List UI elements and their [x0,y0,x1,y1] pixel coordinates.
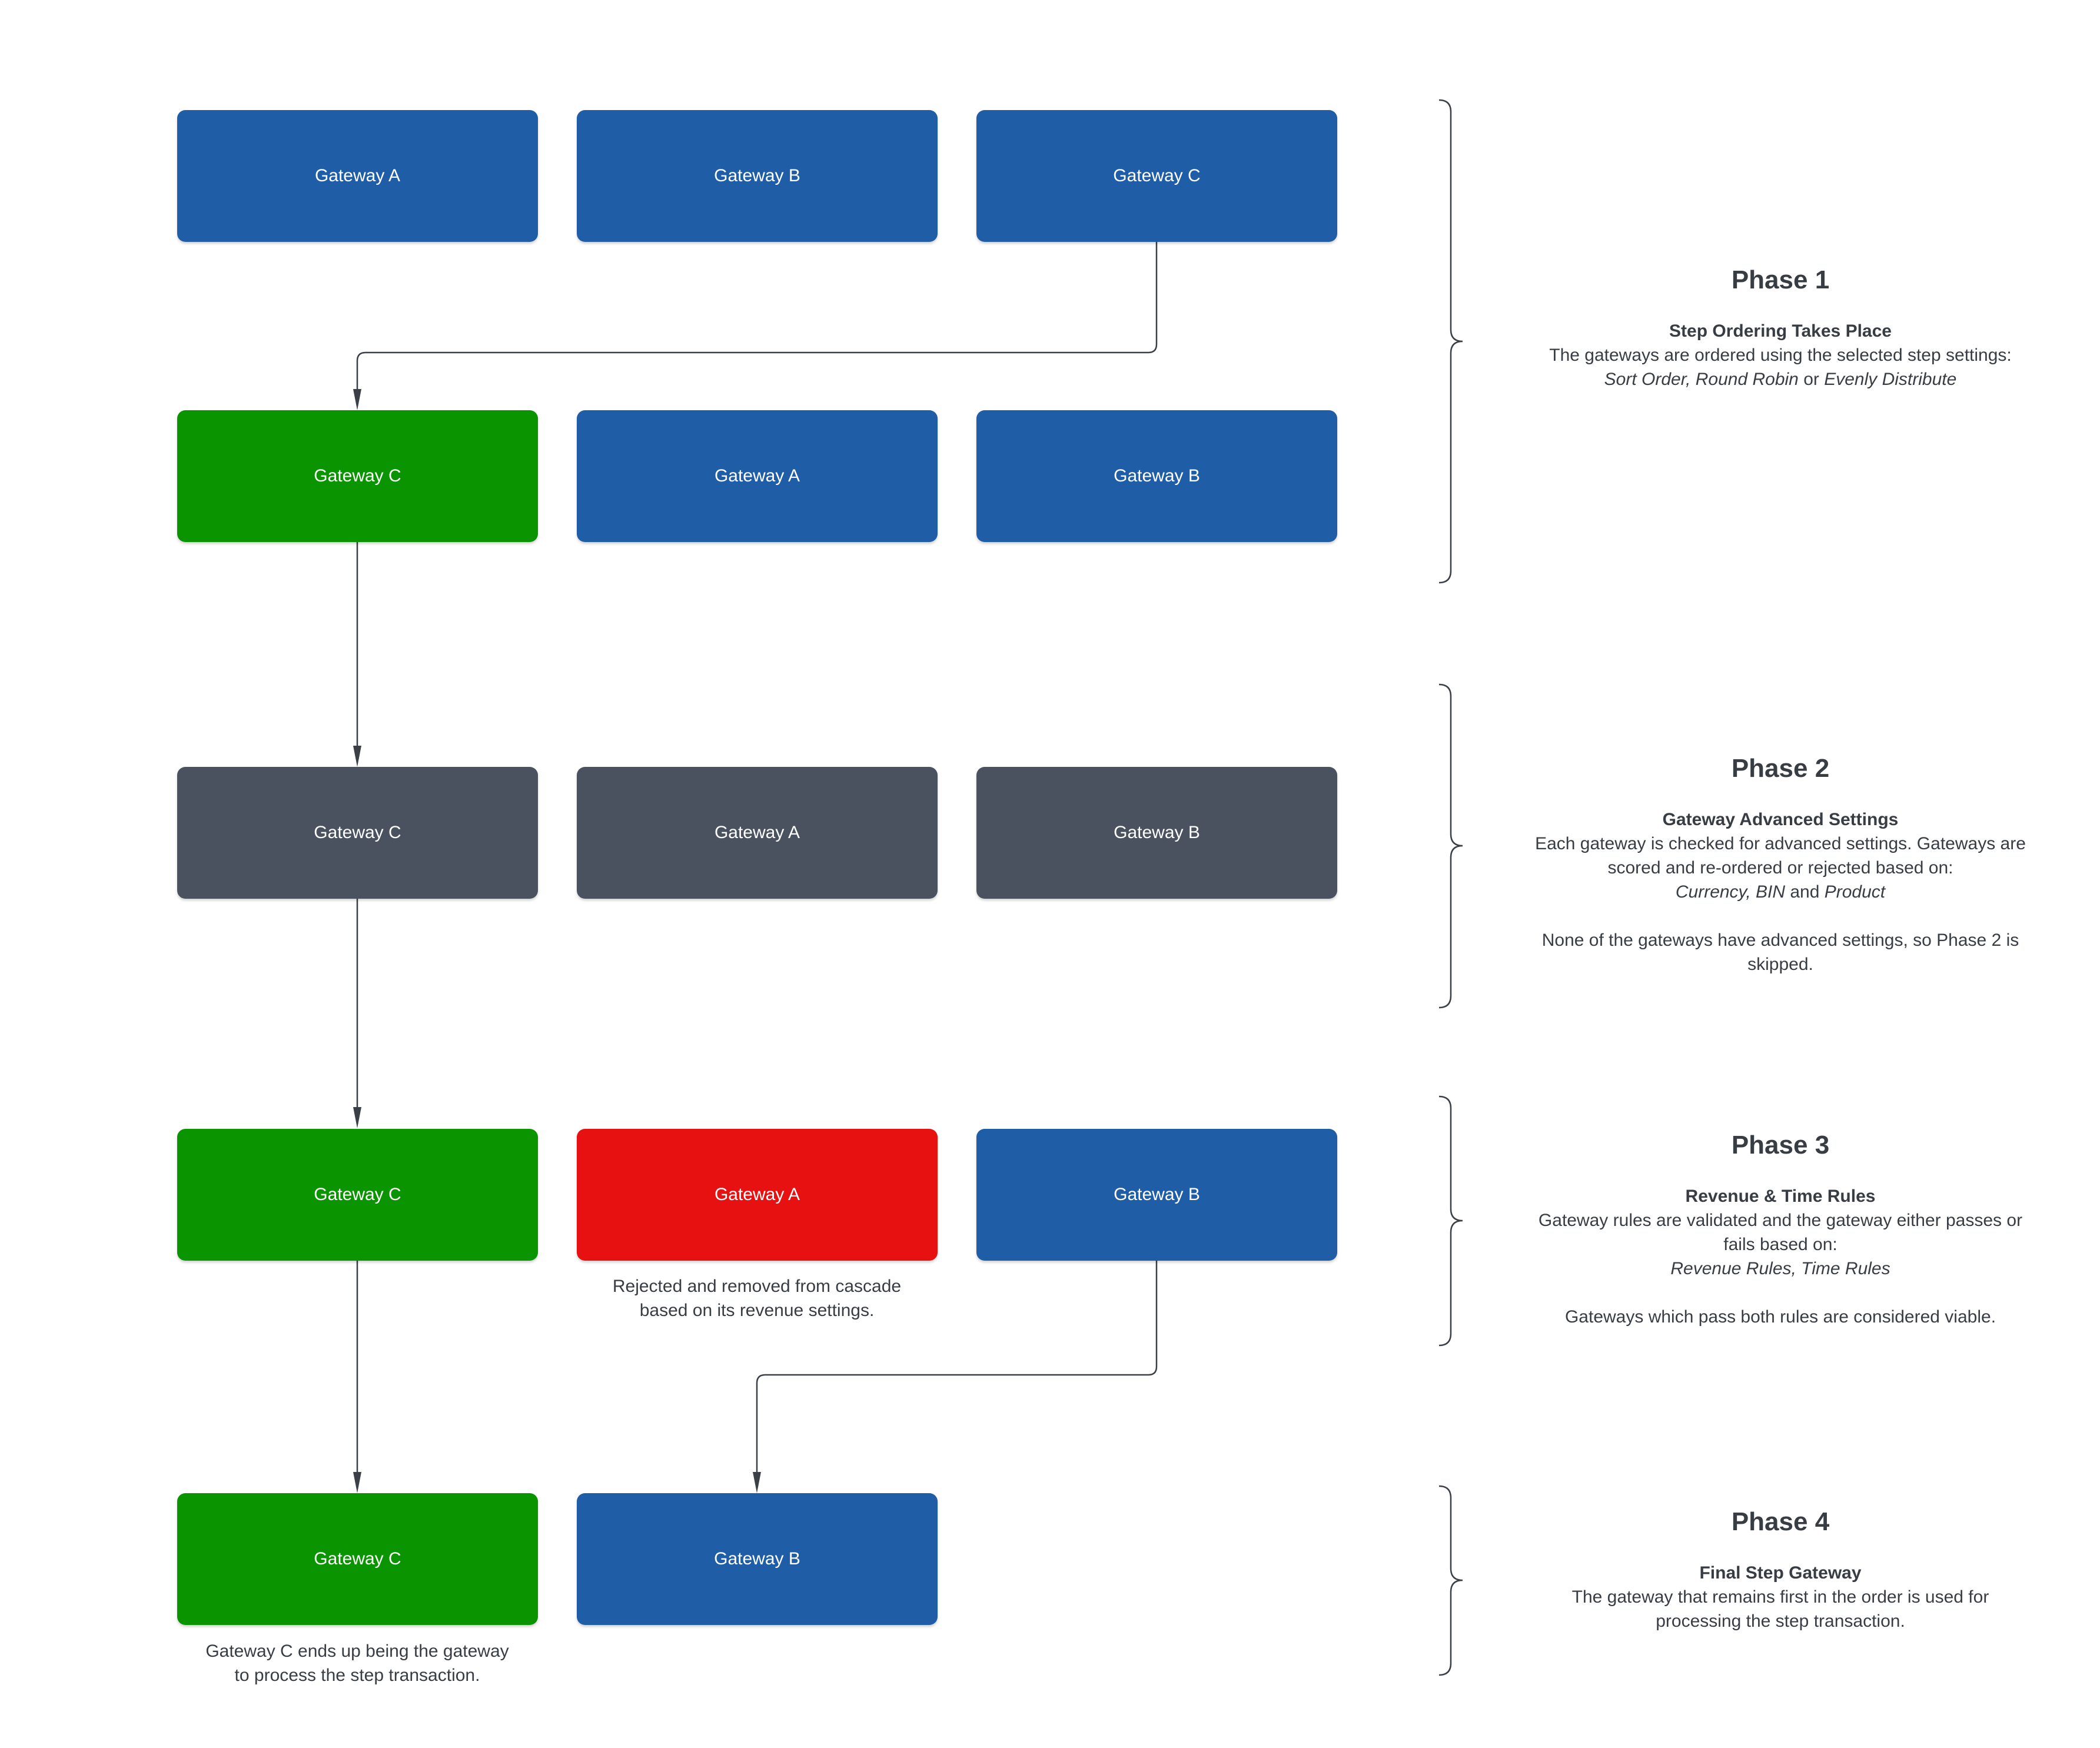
phase-body-line: Revenue Rules, Time Rules [1670,1259,1890,1278]
phase-body-line: processing the step transaction. [1656,1611,1905,1631]
gateway-box-label: Gateway C [1113,166,1201,185]
gateway-box: Gateway C [976,110,1337,242]
phase-body-line: scored and re-ordered or rejected based … [1607,858,1953,878]
phase-body-line: None of the gateways have advanced setti… [1541,931,2019,950]
gateway-box-label: Gateway A [714,823,800,842]
caption-line: based on its revenue settings. [639,1301,875,1320]
gateway-box-label: Gateway A [714,466,800,486]
arrowhead-icon [353,1107,361,1128]
phase-3-brace-icon [1438,1095,1463,1347]
phase-body-line: Gateway rules are validated and the gate… [1538,1211,2023,1230]
gateway-box-label: Gateway C [314,466,401,486]
phase-2-block: Phase 2 Gateway Advanced Settings Each g… [1498,753,2063,976]
gateway-box-label: Gateway B [714,1549,800,1568]
phase-3-block: Phase 3 Revenue & Time Rules Gateway rul… [1498,1130,2063,1329]
final-caption: Gateway C ends up being the gateway to p… [151,1639,563,1687]
phase-body-line: skipped. [1747,955,1813,974]
gateway-box: Gateway B [976,1129,1337,1261]
phase-1-brace-icon [1438,99,1463,584]
gateway-box-label: Gateway B [714,166,800,185]
gateway-box-label: Gateway B [1114,823,1200,842]
gateway-box-label: Gateway C [314,1549,401,1568]
phase-subtitle: Gateway Advanced Settings [1662,810,1899,829]
arrowhead-icon [353,389,361,410]
phase-subtitle: Revenue & Time Rules [1685,1187,1876,1206]
gateway-box: Gateway B [577,1493,938,1625]
arrowhead-icon [353,746,361,767]
phase-body-line: The gateway that remains first in the or… [1571,1587,1989,1607]
phase-body-line: Currency, BIN and Product [1675,882,1886,902]
gateway-box-label: Gateway B [1114,1185,1200,1204]
gateway-box: Gateway C [177,767,538,899]
phase-1-block: Phase 1 Step Ordering Takes Place The ga… [1498,265,2063,391]
gateway-box: Gateway A [577,767,938,899]
phase-title: Phase 1 [1731,265,1830,294]
phase-title: Phase 3 [1731,1131,1830,1159]
caption-line: to process the step transaction. [234,1666,480,1685]
gateway-box: Gateway C [177,410,538,542]
gateway-box-label: Gateway C [314,1185,401,1204]
gateway-box-label: Gateway A [714,1185,800,1204]
caption-line: Rejected and removed from cascade [612,1277,902,1296]
arrowhead-icon [753,1472,761,1493]
gateway-box-rejected: Gateway A [577,1129,938,1261]
phase-4-block: Phase 4 Final Step Gateway The gateway t… [1498,1507,2063,1633]
phase-subtitle: Final Step Gateway [1699,1563,1862,1583]
gateway-box-label: Gateway A [314,166,401,185]
connector-arrow [356,242,1158,390]
gateway-box: Gateway A [577,410,938,542]
gateway-box: Gateway B [976,410,1337,542]
phase-subtitle: Step Ordering Takes Place [1669,321,1892,341]
phase-body-line: Gateways which pass both rules are consi… [1564,1307,1996,1327]
gateway-box-label: Gateway C [314,823,401,842]
spacer [1498,904,2063,928]
phase-body-line: fails based on: [1723,1235,1838,1254]
phase-title: Phase 4 [1731,1507,1830,1536]
arrowhead-icon [353,1472,361,1493]
gateway-box: Gateway B [577,110,938,242]
gateway-box-final: Gateway C [177,1493,538,1625]
phase-title: Phase 2 [1731,754,1830,783]
spacer [1498,1281,2063,1305]
phase-4-brace-icon [1438,1485,1463,1676]
gateway-box-label: Gateway B [1114,466,1200,486]
phase-2-brace-icon [1438,683,1463,1009]
gateway-box: Gateway B [976,767,1337,899]
phase-body-line: Each gateway is checked for advanced set… [1535,834,2026,853]
phase-body-line: Sort Order, Round Robin or Evenly Distri… [1604,370,1957,389]
phase-body-line: The gateways are ordered using the selec… [1549,345,2012,365]
gateway-box: Gateway A [177,110,538,242]
rejected-caption: Rejected and removed from cascade based … [551,1274,963,1322]
caption-line: Gateway C ends up being the gateway [205,1641,509,1661]
gateway-box: Gateway C [177,1129,538,1261]
